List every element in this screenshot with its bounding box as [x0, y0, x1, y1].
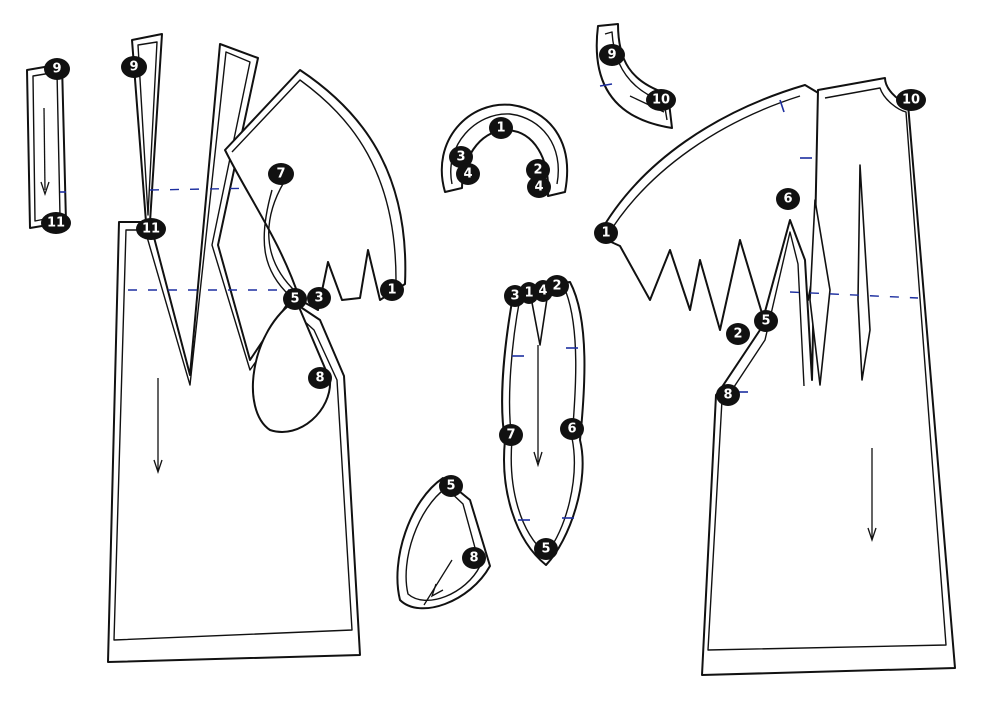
svg-text:10: 10 [902, 93, 920, 108]
marker-8-front: 8 [308, 367, 332, 389]
svg-text:9: 9 [52, 62, 61, 77]
svg-text:1: 1 [524, 286, 533, 301]
svg-text:2: 2 [533, 163, 542, 178]
svg-text:10: 10 [652, 93, 670, 108]
svg-text:11: 11 [142, 222, 160, 237]
svg-text:1: 1 [601, 226, 610, 241]
marker-8-back: 8 [716, 384, 740, 406]
svg-text:8: 8 [723, 388, 732, 403]
front-lapel-piece [224, 69, 407, 311]
svg-text:5: 5 [761, 314, 770, 329]
marker-10-backneck: 10 [646, 89, 676, 111]
svg-text:2: 2 [552, 279, 561, 294]
svg-text:9: 9 [607, 48, 616, 63]
marker-8-gusset: 8 [462, 547, 486, 569]
back-bodice-piece [701, 77, 956, 676]
marker-11-facing: 11 [136, 218, 166, 240]
gusset-piece [396, 477, 491, 610]
svg-text:4: 4 [538, 284, 547, 299]
front-underarm-piece [251, 177, 332, 433]
svg-text:7: 7 [506, 428, 515, 443]
svg-text:8: 8 [315, 371, 324, 386]
front-bodice-piece [107, 43, 361, 663]
marker-11-collar: 11 [41, 212, 71, 234]
marker-10-back: 10 [896, 89, 926, 111]
marker-6-sleeve: 6 [560, 418, 584, 440]
back-neck-piece [595, 23, 673, 129]
svg-text:5: 5 [541, 542, 550, 557]
marker-2-neck: 2 [526, 159, 550, 181]
marker-5-gusset: 5 [439, 475, 463, 497]
svg-text:4: 4 [534, 180, 543, 195]
marker-5-sleeve: 5 [534, 538, 558, 560]
svg-text:1: 1 [387, 283, 396, 298]
svg-text:9: 9 [129, 60, 138, 75]
marker-2-sleeve: 2 [545, 275, 569, 297]
marker-9-facing: 9 [121, 56, 147, 78]
svg-text:1: 1 [496, 121, 505, 136]
collar-band-piece [26, 63, 67, 229]
marker-1-front: 1 [380, 279, 404, 301]
markers: 9 11 9 11 7 5 3 1 8 1 3 4 2 4 9 10 10 6 … [41, 44, 926, 569]
svg-text:4: 4 [463, 167, 472, 182]
svg-text:5: 5 [446, 479, 455, 494]
svg-text:6: 6 [783, 192, 792, 207]
marker-5-front: 5 [283, 288, 307, 310]
marker-7-sleeve: 7 [499, 424, 523, 446]
marker-4-neck-right: 4 [527, 176, 551, 198]
svg-text:5: 5 [290, 292, 299, 307]
marker-9-collar: 9 [44, 58, 70, 80]
svg-text:3: 3 [510, 289, 519, 304]
marker-3-front: 3 [307, 287, 331, 309]
marker-1-neck: 1 [489, 117, 513, 139]
svg-text:7: 7 [276, 167, 285, 182]
svg-text:11: 11 [47, 216, 65, 231]
svg-text:8: 8 [469, 551, 478, 566]
marker-4-neck-left: 4 [456, 163, 480, 185]
svg-text:3: 3 [314, 291, 323, 306]
marker-1-back: 1 [594, 222, 618, 244]
marker-5-back: 5 [754, 310, 778, 332]
svg-text:2: 2 [733, 327, 742, 342]
marker-6-back: 6 [776, 188, 800, 210]
marker-2-back: 2 [726, 323, 750, 345]
marker-7-front: 7 [268, 163, 294, 185]
marker-3-neck: 3 [449, 146, 473, 168]
svg-text:3: 3 [456, 150, 465, 165]
svg-text:6: 6 [567, 422, 576, 437]
marker-9-backneck: 9 [599, 44, 625, 66]
